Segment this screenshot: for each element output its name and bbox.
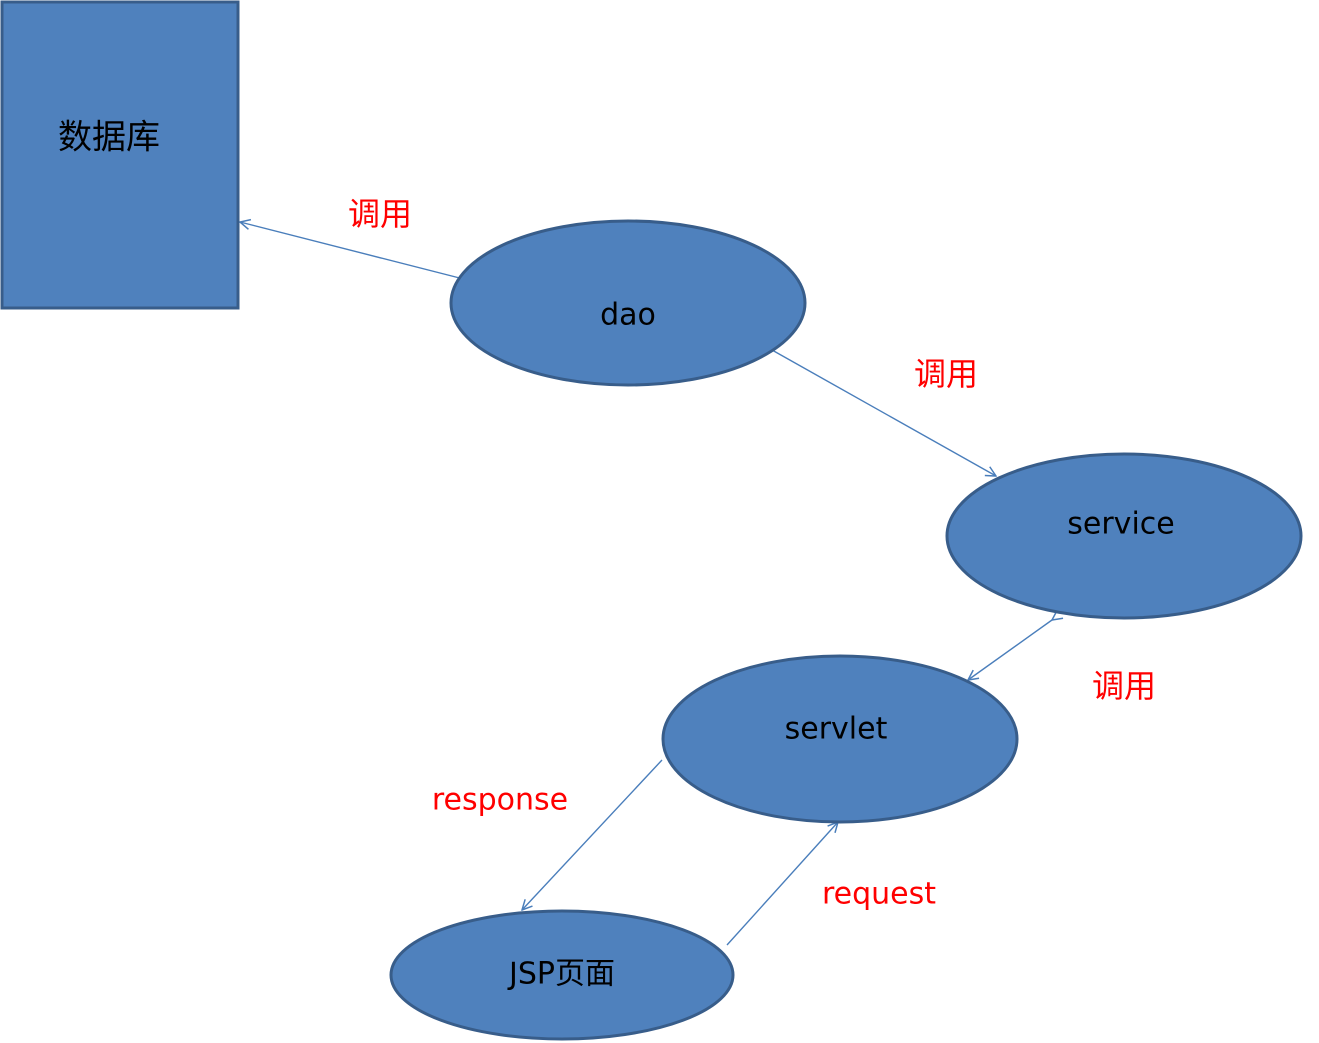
- edge-label-response: response: [432, 783, 568, 818]
- connector-dao-database: [240, 222, 488, 286]
- servlet-node: servlet: [661, 654, 1019, 824]
- database-label: 数据库: [58, 118, 160, 158]
- edge-label-request: request: [822, 877, 936, 912]
- connector-servlet-jsp: [522, 759, 663, 910]
- edge-label-dao-service: 调用: [914, 355, 978, 393]
- connector-jsp-servlet: [726, 822, 838, 946]
- dao-node: dao: [449, 219, 807, 387]
- edge-label-dao-database: 调用: [348, 195, 412, 233]
- service-label: service: [1067, 507, 1174, 542]
- connector-service-servlet: [968, 620, 1052, 680]
- connector-dao-service: [772, 350, 996, 476]
- service-node: service: [945, 452, 1303, 620]
- jsp-page-label: JSP页面: [507, 957, 615, 992]
- edge-label-service-servlet: 调用: [1092, 667, 1156, 705]
- database-node: 数据库: [0, 0, 240, 310]
- jsp-page-node: JSP页面: [389, 909, 735, 1041]
- dao-label: dao: [600, 298, 656, 333]
- servlet-label: servlet: [785, 712, 888, 747]
